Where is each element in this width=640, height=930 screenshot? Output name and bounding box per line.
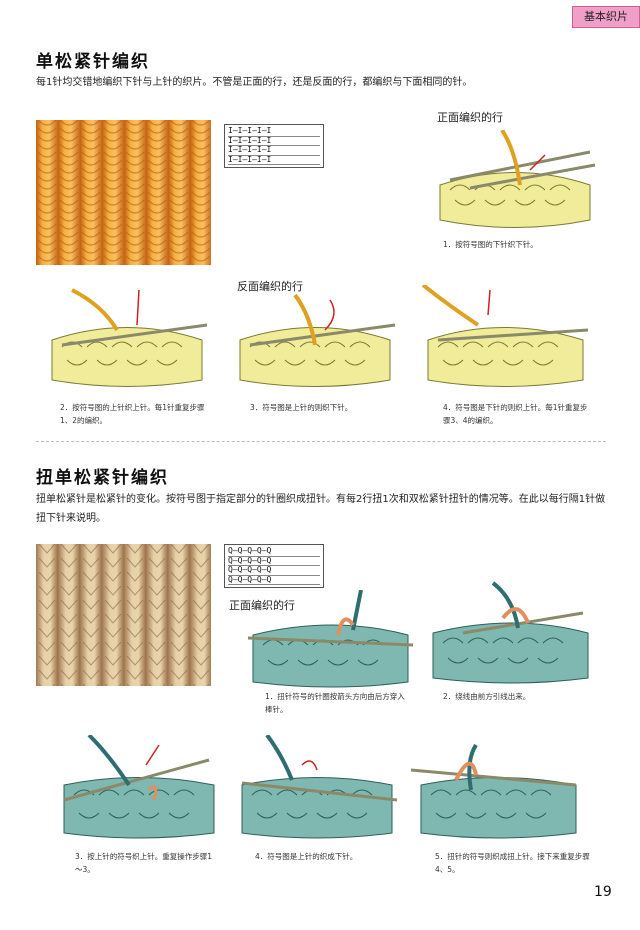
symbol-row: Q—Q—Q—Q—Q	[228, 546, 320, 557]
twisted-step-4-caption: 4．符号图是上针的织成下针。	[255, 852, 358, 861]
twisted-step-5-caption: 5．扭针的符号则织成扭上针。接下来重复步骤4、5。	[435, 852, 590, 874]
twisted-rib-swatch-photo	[36, 544, 211, 686]
section-divider	[36, 441, 606, 442]
label-front-row: 正面编织的行	[437, 111, 503, 124]
symbol-row: Q—Q—Q—Q—Q	[228, 565, 320, 576]
twisted-step-1-caption: 1．扭针符号的针圈按箭头方向由后方穿入棒针。	[265, 692, 405, 714]
symbol-row: I—I—I—I—I	[228, 155, 320, 165]
twisted-symbol-chart: Q—Q—Q—Q—Q Q—Q—Q—Q—Q Q—Q—Q—Q—Q Q—Q—Q—Q—Q	[224, 544, 324, 588]
twisted-illustration-1	[247, 590, 414, 688]
symbol-row: Q—Q—Q—Q—Q	[228, 556, 320, 566]
twisted-illustration-4	[241, 735, 398, 839]
twisted-illustration-3	[63, 735, 215, 839]
symbol-row: Q—Q—Q—Q—Q	[228, 575, 320, 585]
step-2-caption: 2．按符号图的上针织上针。每1针重复步骤1、2的编织。	[60, 403, 205, 425]
twisted-illustration-2	[432, 581, 589, 684]
twisted-step-3-caption: 3．按上针的符号织上针。重复操作步骤1～3。	[75, 852, 213, 874]
step-3-caption: 3．符号图是上针的则织下针。	[250, 403, 353, 412]
section1-desc: 每1针均交错地编织下针与上针的织片。不管是正面的行，还是反面的行，都编织与下面相…	[36, 77, 473, 88]
symbol-chart: I—I—I—I—I I—I—I—I—I I—I—I—I—I I—I—I—I—I	[224, 124, 324, 168]
twisted-step-2-caption: 2．绕线由前方引线出来。	[443, 692, 531, 701]
step-1-caption: 1．按符号图的下针织下针。	[443, 240, 538, 249]
knitting-illustration-1	[439, 130, 596, 228]
section2-title: 扭单松紧针编织	[36, 468, 169, 488]
knitting-illustration-4	[421, 285, 589, 387]
label-back-row: 反面编织的行	[237, 280, 303, 293]
symbol-row: I—I—I—I—I	[228, 136, 320, 146]
rib-swatch-photo	[36, 120, 211, 265]
symbol-row: I—I—I—I—I	[228, 145, 320, 156]
section1-title: 单松紧针编织	[36, 52, 150, 72]
step-4-caption: 4．符号图是下针的则织上针。每1针重复步骤3、4的编织。	[443, 403, 588, 425]
label-front-row-2: 正面编织的行	[229, 599, 295, 612]
page-number: 19	[594, 884, 612, 900]
knitting-illustration-2	[51, 288, 208, 387]
symbol-row: I—I—I—I—I	[228, 126, 320, 137]
knitting-illustration-3	[239, 293, 396, 387]
section2-desc: 扭单松紧针是松紧针的变化。按符号图于指定部分的针圈织成扭针。有每2行扭1次和双松…	[36, 494, 606, 524]
twisted-illustration-5	[410, 743, 577, 839]
section-tag: 基本织片	[572, 6, 640, 28]
